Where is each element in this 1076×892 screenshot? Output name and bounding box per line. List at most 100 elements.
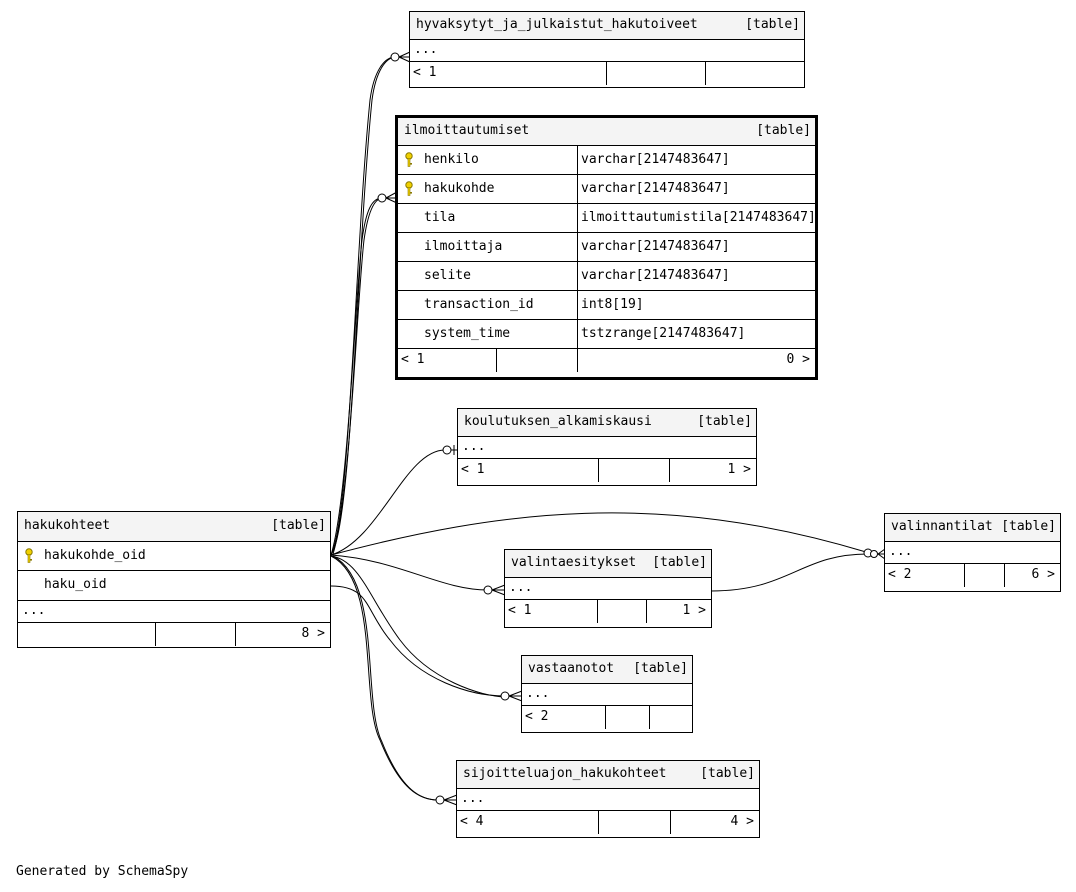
relation-line-valinnantilat <box>330 512 867 556</box>
table-header[interactable]: valinnantilat [table] <box>885 514 1060 542</box>
table-footer: < 2 6 > <box>885 564 1060 587</box>
column-name: system_time <box>424 326 511 341</box>
table-name: hakukohteet <box>24 518 111 533</box>
table-header[interactable]: ilmoittautumiset [table] <box>398 118 815 146</box>
table-header[interactable]: sijoitteluajon_hakukohteet [table] <box>457 761 759 789</box>
more-columns-ellipsis: ... <box>18 601 330 623</box>
children-count[interactable]: 6 > <box>1004 564 1060 587</box>
parents-count[interactable]: < 1 <box>461 462 485 477</box>
primary-key-icon <box>24 547 34 570</box>
parents-count[interactable] <box>18 623 155 646</box>
relation-line-ilmoittautumiset <box>330 197 383 556</box>
rows-cell <box>605 706 649 729</box>
more-columns-ellipsis: ... <box>522 684 692 706</box>
table-name: vastaanotot <box>528 661 615 676</box>
rows-cell <box>496 349 577 372</box>
rows-cell <box>598 811 670 834</box>
zero-marker-vastaanotot <box>500 691 510 701</box>
table-name: ilmoittautumiset <box>404 123 530 138</box>
column-row-ilmoittaja[interactable]: ilmoittaja varchar[2147483647] <box>398 233 815 262</box>
table-kind-label: [table] <box>1001 519 1056 534</box>
table-header[interactable]: vastaanotot [table] <box>522 656 692 684</box>
table-hakukohteet[interactable]: hakukohteet [table] hakukohde_oid haku_o… <box>17 511 331 648</box>
generated-by-footer: Generated by SchemaSpy <box>16 864 189 879</box>
children-count[interactable] <box>649 706 692 729</box>
primary-key-icon <box>404 151 414 174</box>
table-name: koulutuksen_alkamiskausi <box>464 414 652 429</box>
rows-cell <box>964 564 1004 587</box>
table-vastaanotot[interactable]: vastaanotot [table] ... < 2 <box>521 655 693 733</box>
zero-marker-koulutuksen <box>442 445 452 455</box>
relation-line-koulutuksen <box>330 449 446 556</box>
table-header[interactable]: hakukohteet [table] <box>18 512 330 542</box>
column-type: varchar[2147483647] <box>577 262 730 290</box>
zero-marker-hyvaksytyt <box>390 52 400 62</box>
more-columns-ellipsis: ... <box>458 437 756 459</box>
table-header[interactable]: hyvaksytyt_ja_julkaistut_hakutoiveet [ta… <box>410 12 804 40</box>
zero-marker-valinnantilat-b <box>870 550 878 558</box>
more-columns-ellipsis: ... <box>885 542 1060 564</box>
table-kind-label: [table] <box>700 766 755 781</box>
children-count[interactable] <box>705 62 804 85</box>
column-row-haku-oid[interactable]: haku_oid <box>18 571 330 601</box>
column-name: hakukohde <box>424 181 495 196</box>
children-count[interactable]: 1 > <box>669 459 756 482</box>
column-name: ilmoittaja <box>424 239 503 254</box>
column-row-hakukohde[interactable]: hakukohde varchar[2147483647] <box>398 175 815 204</box>
table-hyvaksytyt-ja-julkaistut-hakutoiveet[interactable]: hyvaksytyt_ja_julkaistut_hakutoiveet [ta… <box>409 11 805 88</box>
table-footer: 8 > <box>18 623 330 646</box>
rows-cell <box>155 623 235 646</box>
zero-marker-valintaesitykset <box>483 585 493 595</box>
table-valintaesitykset[interactable]: valintaesitykset [table] ... < 1 1 > <box>504 549 712 628</box>
primary-key-icon <box>404 180 414 203</box>
more-columns-ellipsis: ... <box>457 789 759 811</box>
column-name: selite <box>424 268 471 283</box>
children-count[interactable]: 0 > <box>577 349 815 372</box>
column-row-transaction-id[interactable]: transaction_id int8[19] <box>398 291 815 320</box>
more-columns-ellipsis: ... <box>410 40 804 62</box>
table-kind-label: [table] <box>271 518 326 533</box>
parents-count[interactable]: < 2 <box>525 709 549 724</box>
column-row-system-time[interactable]: system_time tstzrange[2147483647] <box>398 320 815 349</box>
parents-count[interactable]: < 2 <box>888 567 912 582</box>
children-count[interactable]: 8 > <box>235 623 330 646</box>
column-type: varchar[2147483647] <box>577 146 730 174</box>
rows-cell <box>597 600 646 623</box>
children-count[interactable]: 1 > <box>646 600 711 623</box>
table-ilmoittautumiset[interactable]: ilmoittautumiset [table] henkilo varchar… <box>395 115 818 380</box>
column-name: hakukohde_oid <box>44 548 146 563</box>
column-row-selite[interactable]: selite varchar[2147483647] <box>398 262 815 291</box>
table-footer: < 1 1 > <box>505 600 711 623</box>
table-valinnantilat[interactable]: valinnantilat [table] ... < 2 6 > <box>884 513 1061 592</box>
table-footer: < 2 <box>522 706 692 729</box>
table-name: valinnantilat <box>891 519 993 534</box>
parents-count[interactable]: < 4 <box>460 814 484 829</box>
rows-cell <box>598 459 669 482</box>
relation-line-vastaanotot <box>330 585 506 697</box>
rows-cell <box>606 62 705 85</box>
table-name: valintaesitykset <box>511 555 637 570</box>
table-koulutuksen-alkamiskausi[interactable]: koulutuksen_alkamiskausi [table] ... < 1… <box>457 408 757 486</box>
relation-line-hyvaksytyt <box>330 56 396 556</box>
column-row-tila[interactable]: tila ilmoittautumistila[2147483647] <box>398 204 815 233</box>
relation-line-sijoittelu <box>330 555 439 801</box>
parents-count[interactable]: < 1 <box>413 65 437 80</box>
table-footer: < 1 0 > <box>398 349 815 372</box>
table-footer: < 1 <box>410 62 804 85</box>
column-type: varchar[2147483647] <box>577 233 730 261</box>
zero-marker-ilmoittautumiset <box>377 193 387 203</box>
children-count[interactable]: 4 > <box>670 811 759 834</box>
relation-line-valintaesitykset-valinnantilat <box>710 553 869 592</box>
parents-count[interactable]: < 1 <box>508 603 532 618</box>
column-name: henkilo <box>424 152 479 167</box>
table-kind-label: [table] <box>756 123 811 138</box>
zero-marker-sijoittelu <box>435 795 445 805</box>
column-row-henkilo[interactable]: henkilo varchar[2147483647] <box>398 146 815 175</box>
parents-count[interactable]: < 1 <box>401 352 425 367</box>
table-sijoitteluajon-hakukohteet[interactable]: sijoitteluajon_hakukohteet [table] ... <… <box>456 760 760 838</box>
column-row-hakukohde-oid[interactable]: hakukohde_oid <box>18 542 330 571</box>
table-header[interactable]: koulutuksen_alkamiskausi [table] <box>458 409 756 437</box>
table-name: sijoitteluajon_hakukohteet <box>463 766 667 781</box>
table-header[interactable]: valintaesitykset [table] <box>505 550 711 578</box>
column-name: transaction_id <box>424 297 534 312</box>
